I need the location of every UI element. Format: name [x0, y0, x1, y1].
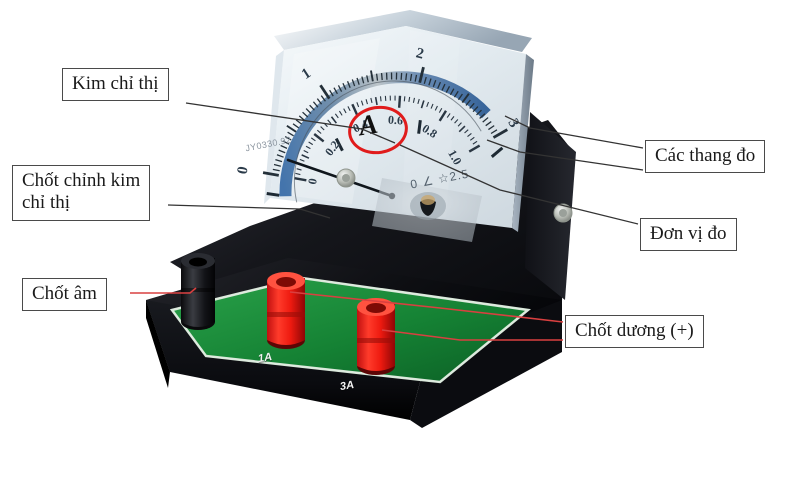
- callout-cac-thang-do: Các thang đo: [645, 140, 766, 174]
- negative-terminal: [181, 253, 215, 330]
- left-mounting-screw: [336, 168, 356, 188]
- callout-don-vi-do: Đơn vị đo: [640, 218, 737, 252]
- callout-chot-am: Chốt âm: [22, 278, 107, 312]
- terminal-label-3a: 3A: [339, 378, 355, 394]
- callout-chot-duong: Chốt dương (+): [565, 315, 704, 349]
- callout-chot-chinh-kim: Chốt chỉnh kim chỉ thị: [12, 165, 151, 221]
- right-mounting-screw: [553, 203, 573, 223]
- terminal-label-1a: 1A: [257, 350, 273, 366]
- callout-kim-chi-thi: Kim chỉ thị: [62, 68, 169, 102]
